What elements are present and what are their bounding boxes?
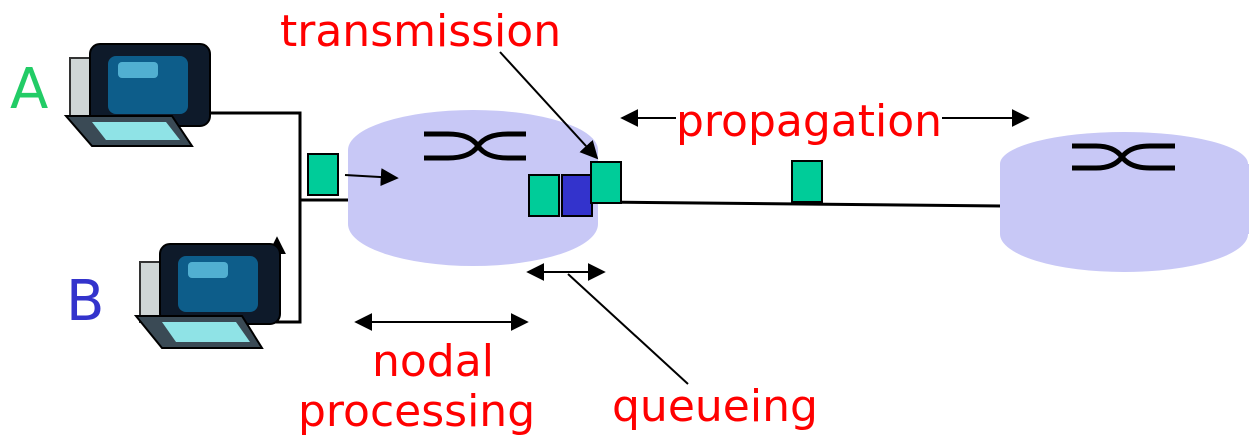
packet-propagating	[791, 160, 823, 203]
nodal-label: nodal	[372, 336, 494, 387]
router-right	[1000, 132, 1249, 272]
router-crossed-arrows-icon	[1072, 143, 1175, 171]
host-a-label: A	[10, 57, 49, 122]
packet-transmitting	[590, 161, 622, 204]
packets	[307, 153, 823, 217]
arrow-packet-into-router	[344, 168, 399, 187]
router-left-bottom	[348, 182, 598, 266]
processing-label: processing	[298, 386, 536, 437]
host-b-label: B	[66, 269, 105, 334]
arrow-transmission-pointer	[499, 51, 599, 160]
propagation-label: propagation	[676, 96, 943, 147]
router-right-bottom	[1000, 196, 1248, 272]
arrow-queueing-pointer	[567, 273, 689, 385]
router-crossed-arrows-icon	[424, 131, 526, 161]
packet-queued-2	[561, 174, 593, 217]
link-host-a	[190, 111, 302, 200]
packet-incoming	[307, 153, 339, 196]
packet-queued-1	[528, 174, 560, 217]
link-router1-router2	[597, 200, 1003, 208]
transmission-label: transmission	[280, 6, 562, 57]
queueing-label: queueing	[612, 381, 818, 432]
desktop-computer-icon	[63, 43, 211, 147]
desktop-computer-icon	[133, 243, 281, 349]
router-left	[348, 110, 598, 266]
